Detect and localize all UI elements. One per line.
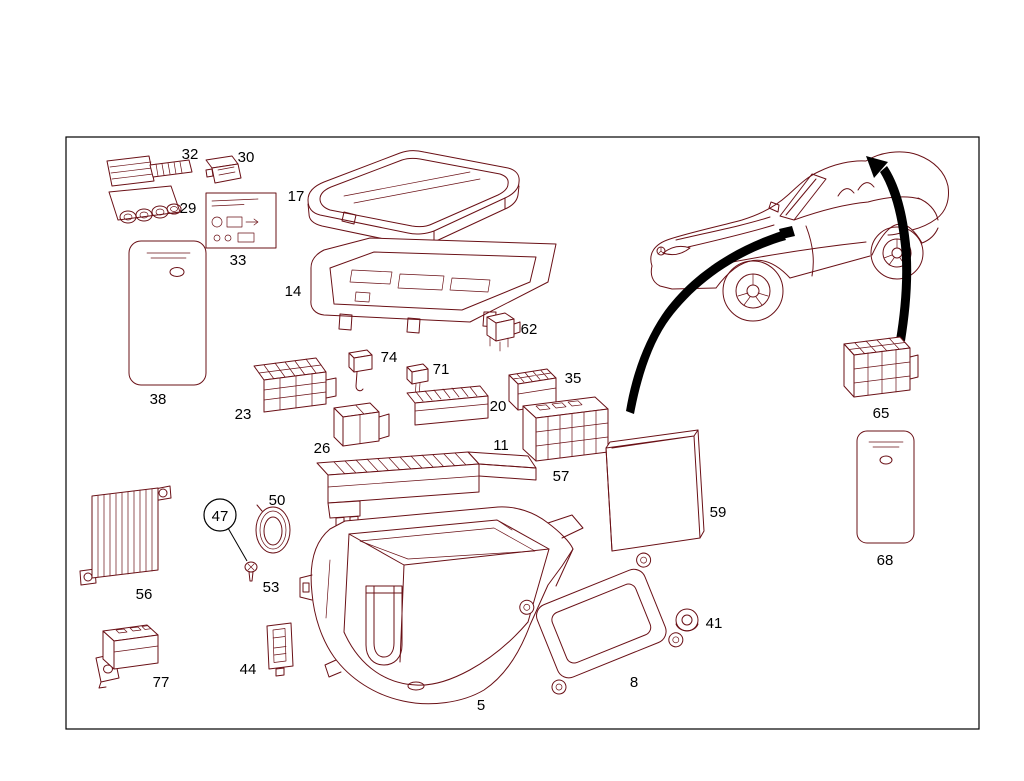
part-26-label[interactable]: 26 [314, 440, 331, 457]
diagram-border [65, 136, 980, 730]
part-62-label[interactable]: 62 [521, 321, 538, 338]
part-38-label[interactable]: 38 [150, 391, 167, 408]
part-8-gasket [519, 552, 684, 695]
part-57-relay-block [522, 396, 609, 462]
part-71-label[interactable]: 71 [433, 361, 450, 378]
part-29-relay-assembly [106, 155, 182, 224]
part-44-bracket [266, 622, 294, 677]
part-30-label[interactable]: 30 [238, 149, 255, 166]
part-32-label[interactable]: 32 [182, 146, 199, 163]
roll-bars [837, 182, 875, 197]
part-38-label-card [128, 240, 207, 386]
part-20-fuse-strip [406, 385, 489, 426]
headlight [662, 245, 691, 256]
part-53-label[interactable]: 53 [263, 579, 280, 596]
part-74-label[interactable]: 74 [381, 349, 398, 366]
part-5-housing [299, 506, 584, 705]
car-illustration [650, 151, 949, 322]
arrowhead-icon [866, 156, 888, 178]
part-8-label[interactable]: 8 [630, 674, 638, 691]
part-5-label[interactable]: 5 [477, 697, 485, 714]
part-32-contact-strip [149, 159, 193, 178]
part-14-label[interactable]: 14 [285, 283, 302, 300]
part-23-fuse-block [253, 357, 337, 413]
part-47-callout [203, 498, 248, 562]
part-41-label[interactable]: 41 [706, 615, 723, 632]
part-77-label[interactable]: 77 [153, 674, 170, 691]
part-56-label[interactable]: 56 [136, 586, 153, 603]
part-11-fuse-rail [316, 451, 537, 529]
part-74-fuse-element [348, 349, 373, 392]
part-11-label[interactable]: 11 [493, 437, 509, 454]
location-arrow-left [626, 231, 786, 414]
part-62-relay [486, 312, 521, 352]
part-17-cover [307, 150, 520, 246]
part-35-label[interactable]: 35 [565, 370, 582, 387]
part-20-label[interactable]: 20 [490, 398, 507, 415]
part-33-instruction-card [205, 192, 277, 249]
part-50-grommet [255, 504, 291, 554]
part-65-fuse-block [843, 336, 919, 398]
part-50-label[interactable]: 50 [269, 492, 286, 509]
part-14-tray [310, 237, 557, 334]
part-33-label[interactable]: 33 [230, 252, 247, 269]
part-59-label[interactable]: 59 [710, 504, 727, 521]
part-26-relay-carrier [333, 402, 390, 447]
part-17-label[interactable]: 17 [288, 188, 305, 205]
part-68-label-card [856, 430, 915, 544]
front-wheel-spokes [737, 273, 769, 306]
part-57-label[interactable]: 57 [553, 468, 570, 485]
part-44-label[interactable]: 44 [240, 661, 257, 678]
part-35-relay [508, 368, 557, 411]
mirror [768, 201, 780, 213]
part-56-voltage-regulator [79, 485, 172, 586]
part-41-grommet [675, 608, 699, 632]
part-23-label[interactable]: 23 [235, 406, 252, 423]
part-68-label[interactable]: 68 [877, 552, 894, 569]
part-47-label[interactable]: 47 [212, 508, 229, 525]
windshield [779, 173, 827, 221]
part-59-control-module [605, 429, 705, 552]
part-77-relay [95, 624, 159, 689]
location-arrow-right [866, 156, 912, 341]
part-29-label[interactable]: 29 [180, 200, 197, 217]
part-71-fuse-element [406, 363, 429, 399]
part-53-screw [244, 561, 258, 582]
part-65-label[interactable]: 65 [873, 405, 890, 422]
part-30-connector [205, 155, 242, 184]
